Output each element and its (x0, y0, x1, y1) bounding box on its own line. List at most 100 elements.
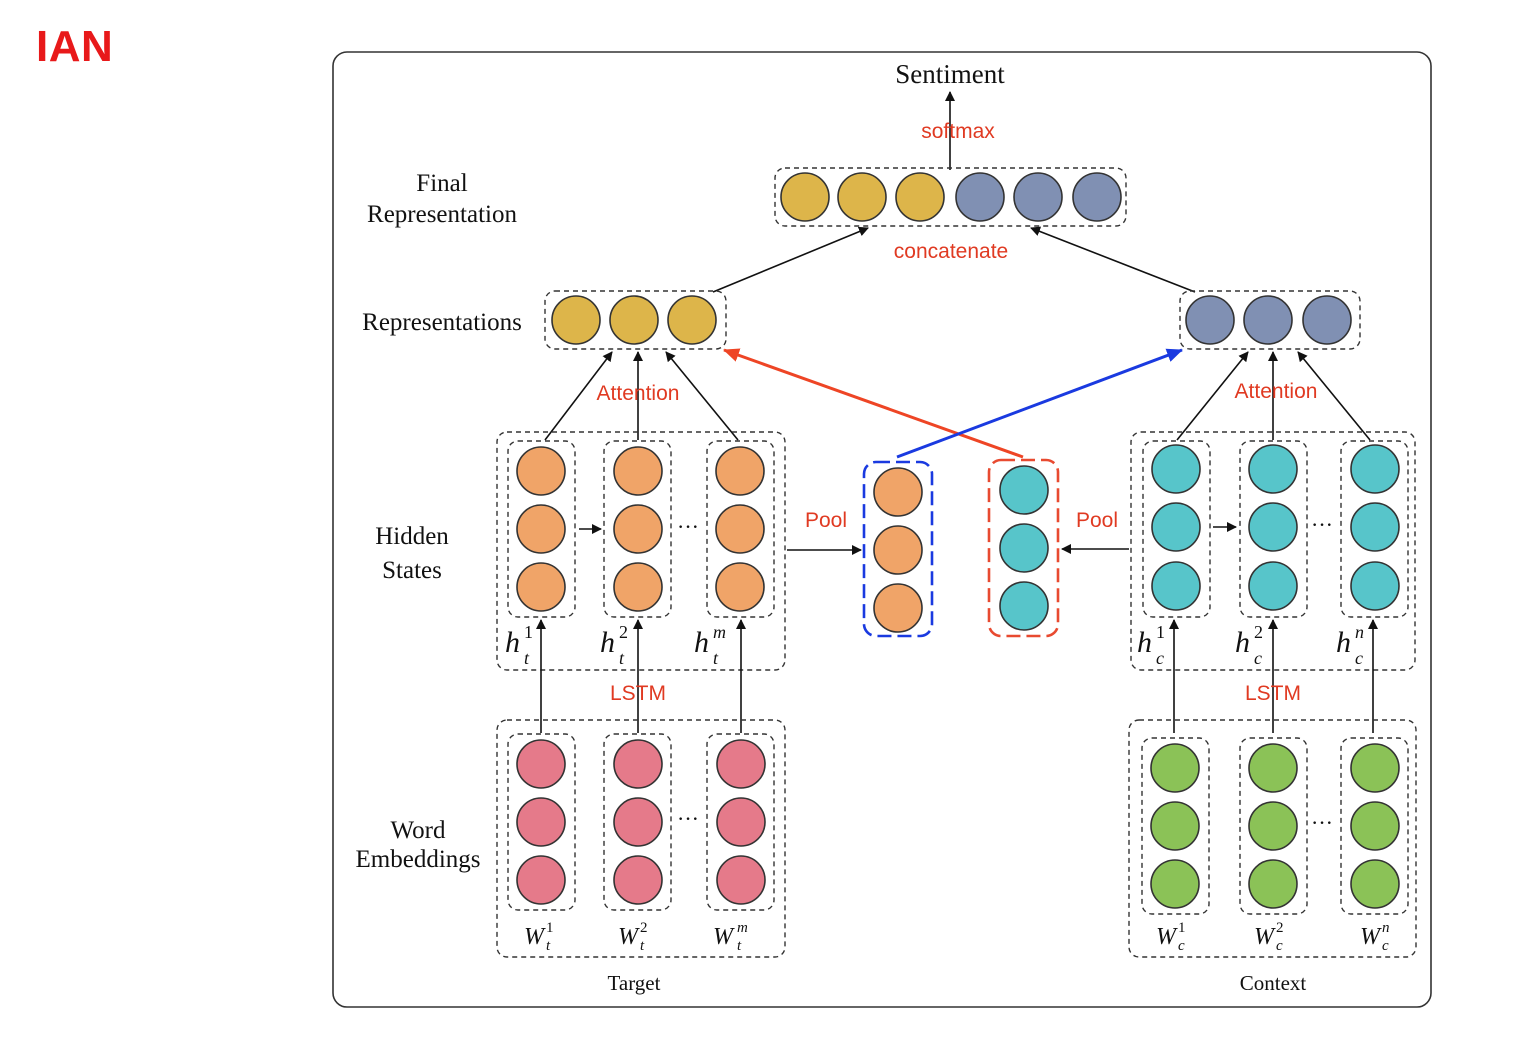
target-hidden-node (613, 562, 663, 612)
svg-text:t: t (737, 938, 742, 954)
target-rep-node-2 (609, 295, 659, 345)
slide-title: IAN (36, 22, 114, 71)
interactive-arrow-target-to-context (896, 348, 1183, 459)
concatenate-label: concatenate (894, 240, 1008, 263)
svg-text:m: m (737, 920, 748, 936)
context-embedding-node (1150, 743, 1200, 793)
context-word-var-3: W n c (1360, 920, 1390, 954)
svg-text:W: W (1254, 924, 1276, 950)
svg-text:h: h (1235, 626, 1250, 659)
row-label-final-2: Representation (367, 201, 517, 228)
context-hidden-var-2: h 2 c (1235, 622, 1263, 668)
target-rep-node-3 (667, 295, 717, 345)
svg-text:n: n (1355, 622, 1364, 642)
target-hidden-node (516, 562, 566, 612)
context-word-var-2: W 2 c (1254, 920, 1284, 954)
row-label-hidden-2: States (382, 557, 442, 584)
target-attention-label: Attention (597, 382, 680, 405)
context-embedding-node (1248, 801, 1298, 851)
target-hidden-ellipsis: ··· (677, 514, 699, 539)
context-embedding-ellipsis: ··· (1311, 810, 1333, 835)
target-lstm-label: LSTM (610, 682, 666, 705)
row-label-word-2: Embeddings (356, 846, 481, 873)
row-label-hidden-1: Hidden (375, 523, 449, 550)
target-hidden-var-1: h 1 t (505, 622, 533, 668)
svg-text:1: 1 (1178, 920, 1186, 936)
context-hidden-node (1350, 561, 1400, 611)
target-hidden-node (715, 504, 765, 554)
context-lstm-label: LSTM (1245, 682, 1301, 705)
target-hidden-node (613, 504, 663, 554)
context-pool-node (999, 581, 1049, 631)
context-rep-node-1 (1185, 295, 1235, 345)
context-hidden-var-1: h 1 c (1137, 622, 1165, 668)
context-hidden-node (1151, 444, 1201, 494)
context-hidden-node (1350, 444, 1400, 494)
concat-arrow-left (712, 226, 869, 293)
interactive-arrow-context-to-target (723, 348, 1024, 459)
context-rep-node-3 (1302, 295, 1352, 345)
softmax-label: softmax (921, 120, 995, 143)
context-attention-arrow-1 (1176, 351, 1249, 441)
svg-text:n: n (1382, 920, 1390, 936)
target-rep-node-1 (551, 295, 601, 345)
row-label-word-1: Word (391, 817, 446, 844)
context-hidden-ellipsis: ··· (1311, 512, 1333, 537)
svg-text:W: W (1360, 924, 1382, 950)
row-label-final-1: Final (416, 170, 467, 197)
svg-text:t: t (524, 648, 530, 668)
context-pool-node (999, 523, 1049, 573)
svg-text:c: c (1178, 938, 1185, 954)
target-embedding-ellipsis: ··· (677, 806, 699, 831)
target-embedding-node (716, 797, 766, 847)
target-embedding-node (516, 855, 566, 905)
context-embedding-node (1350, 743, 1400, 793)
context-attention-label: Attention (1235, 380, 1318, 403)
target-embedding-node (613, 855, 663, 905)
target-pool-box (862, 460, 934, 638)
target-word-var-3: W m t (713, 920, 748, 954)
svg-text:h: h (694, 626, 709, 659)
target-embedding-node (516, 739, 566, 789)
target-pool-node (873, 525, 923, 575)
target-embedding-node (516, 797, 566, 847)
target-word-var-2: W 2 t (618, 920, 648, 954)
context-pool-node (999, 465, 1049, 515)
context-rep-node-2 (1243, 295, 1293, 345)
context-hidden-node (1151, 561, 1201, 611)
context-hidden-node (1151, 502, 1201, 552)
target-hidden-var-3: h m t (694, 622, 726, 668)
svg-text:W: W (618, 924, 640, 950)
svg-text:2: 2 (640, 920, 648, 936)
context-hidden-outer-box (1130, 431, 1416, 671)
target-hidden-node (516, 504, 566, 554)
final-node-target-1 (780, 172, 830, 222)
target-caption: Target (608, 971, 661, 995)
target-hidden-node (516, 446, 566, 496)
diagram-frame (332, 51, 1432, 1008)
context-hidden-node (1248, 502, 1298, 552)
context-hidden-node (1248, 561, 1298, 611)
svg-text:c: c (1382, 938, 1389, 954)
final-node-context-3 (1072, 172, 1122, 222)
context-pool-box (987, 458, 1060, 638)
target-pool-node (873, 467, 923, 517)
context-embedding-node (1150, 801, 1200, 851)
context-embedding-node (1248, 743, 1298, 793)
target-attention-arrow-3 (665, 351, 739, 441)
target-word-var-1: W 1 t (524, 920, 554, 954)
svg-text:c: c (1355, 648, 1363, 668)
row-label-representations: Representations (362, 309, 522, 336)
target-embedding-node (613, 797, 663, 847)
context-pool-label: Pool (1076, 509, 1118, 532)
svg-text:1: 1 (524, 622, 533, 642)
svg-text:t: t (619, 648, 625, 668)
svg-text:W: W (713, 924, 735, 950)
target-representation-box (544, 290, 727, 350)
target-hidden-node (613, 446, 663, 496)
context-hidden-var-3: h n c (1336, 622, 1364, 668)
svg-text:2: 2 (1254, 622, 1263, 642)
context-embedding-node (1350, 859, 1400, 909)
context-embedding-node (1150, 859, 1200, 909)
